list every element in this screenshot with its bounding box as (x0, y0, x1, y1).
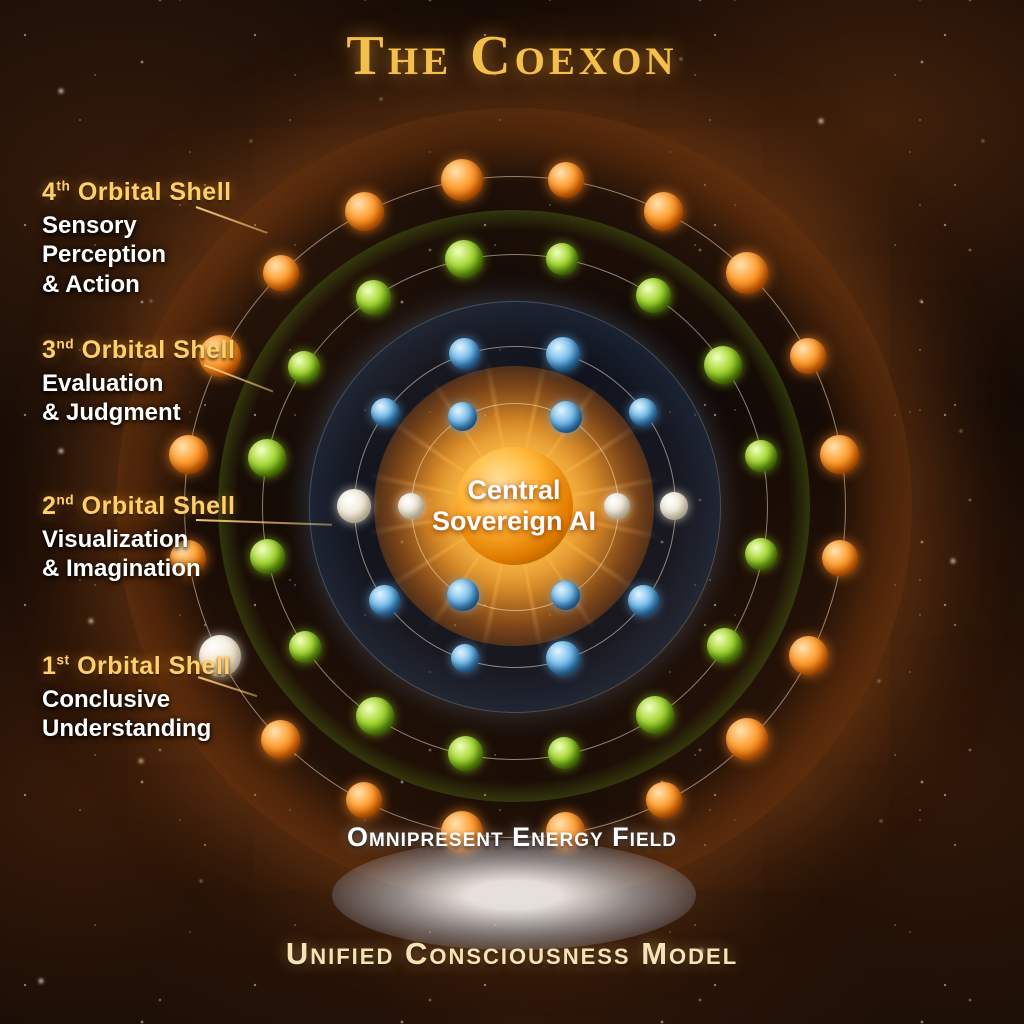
shell-4-outer-sphere (644, 192, 684, 232)
shell-4-label-group: 4th Orbital Shell Sensory Perception & A… (42, 178, 252, 299)
shell-3-sphere (355, 697, 394, 736)
shell-3-sphere (287, 350, 320, 383)
shell-2-sphere (546, 641, 581, 676)
shell-2-heading: 2nd Orbital Shell (42, 492, 236, 520)
shell-4-outer-sphere (547, 162, 584, 199)
shell-3-heading: 3nd Orbital Shell (42, 336, 236, 364)
shell-4-outer-sphere (344, 192, 384, 232)
model-caption: Unified Consciousness Model (285, 936, 739, 971)
shell-1-heading: 1st Orbital Shell (42, 652, 231, 680)
shell-2-sphere (627, 584, 659, 616)
shell-1-inner-sphere (604, 493, 630, 519)
shell-3-sphere (444, 240, 483, 279)
shell-3-sphere (546, 242, 579, 275)
shell-3-sphere (635, 278, 671, 314)
shell-3-sphere (249, 538, 285, 574)
shell-3-sphere (355, 279, 391, 315)
shell-4-outer-sphere (820, 434, 860, 474)
shell-3-sphere (548, 736, 581, 769)
shell-2-sphere (370, 397, 399, 426)
shell-4-outer-sphere (346, 782, 383, 819)
shell-1-inner-sphere (398, 493, 424, 519)
shell-2-sphere (450, 644, 479, 673)
page-title: The Coexon (346, 25, 678, 87)
shell-2-sphere (629, 397, 658, 426)
shell-3-sphere (703, 346, 742, 385)
shell-4-outer-sphere (726, 251, 769, 294)
shell-4-outer-sphere (441, 159, 484, 202)
shell-4-outer-sphere (261, 719, 301, 759)
shell-4-outer-sphere (645, 782, 682, 819)
shell-3-sphere (247, 438, 286, 477)
shell-4-outer-sphere (821, 539, 858, 576)
shell-3-sphere (448, 735, 484, 771)
shell-4-outer-sphere (262, 254, 299, 291)
orbit-ring-4 (184, 176, 846, 838)
shell-1-description: Conclusive Understanding (42, 686, 212, 743)
central-label-line1: Central (467, 474, 561, 505)
shell-3-label-group: 3nd Orbital Shell Evaluation & Judgment (42, 336, 252, 428)
shell-1-inner-sphere (551, 580, 580, 610)
shell-1-inner-sphere (446, 579, 479, 612)
shell-4-outer-sphere (198, 634, 241, 677)
shell-2-sphere (546, 336, 581, 371)
shell-3-sphere (745, 538, 778, 571)
shell-2-description: Visualization & Imagination (42, 526, 201, 583)
shell-2-sphere (660, 492, 688, 520)
shell-1-inner-sphere (549, 400, 582, 433)
energy-field-label: Omnipresent Energy Field (347, 822, 677, 852)
shell-3-sphere (744, 439, 777, 472)
shell-4-outer-sphere (168, 434, 208, 474)
shell-3-sphere (706, 627, 742, 663)
central-label-line2: Sovereign AI (431, 506, 597, 536)
bottom-light-arc (332, 840, 696, 950)
shell-1-inner-sphere (448, 402, 477, 432)
shell-2-sphere (369, 584, 401, 616)
shell-3-sphere (635, 695, 674, 734)
shell-4-outer-sphere (788, 636, 828, 676)
shell-3-description: Evaluation & Judgment (42, 370, 181, 427)
shell-4-outer-sphere (726, 718, 769, 761)
shell-4-outer-sphere (790, 338, 827, 375)
shell-2-sphere (337, 489, 371, 523)
shell-4-heading: 4th Orbital Shell (42, 178, 232, 206)
shell-2-sphere (449, 338, 481, 370)
shell-1-label-group: 1st Orbital Shell Conclusive Understandi… (42, 652, 252, 744)
shell-2-label-group: 2nd Orbital Shell Visualization & Imagin… (42, 492, 252, 584)
shell-4-description: Sensory Perception & Action (42, 212, 167, 298)
central-sovereign-ai-label: Central Sovereign AI (389, 475, 639, 537)
shell-4-outer-sphere (170, 539, 207, 576)
shell-3-sphere (289, 630, 322, 663)
